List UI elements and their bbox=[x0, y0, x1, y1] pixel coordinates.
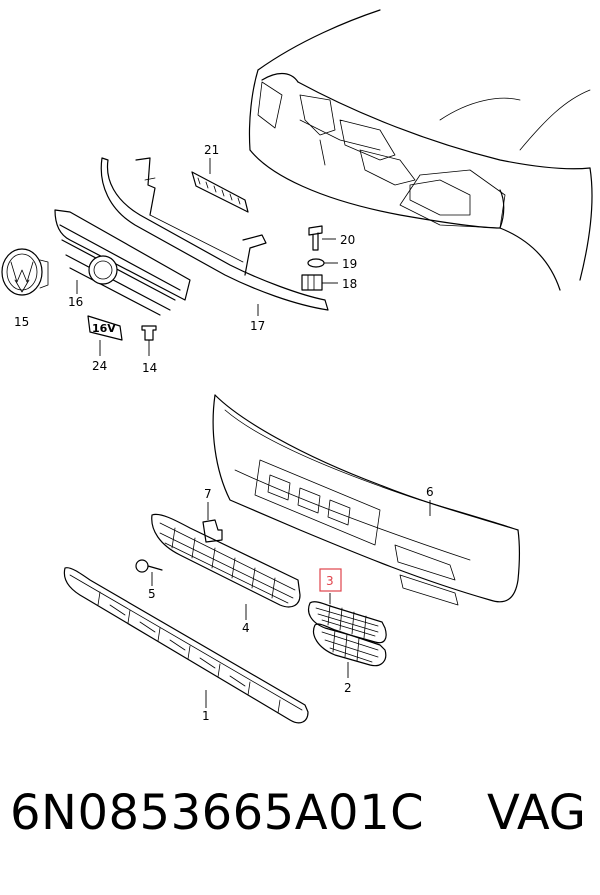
brand-label: VAG bbox=[487, 785, 586, 841]
part-4-lower-grille bbox=[151, 513, 301, 620]
callout-6: 6 bbox=[426, 485, 434, 499]
car-front-body bbox=[248, 9, 593, 291]
callout-7: 7 bbox=[204, 487, 212, 501]
callout-4: 4 bbox=[242, 621, 250, 635]
callout-5: 5 bbox=[148, 587, 156, 601]
callout-1: 1 bbox=[202, 709, 210, 723]
part-14-clip bbox=[141, 325, 157, 356]
part-19-washer bbox=[307, 258, 338, 268]
part-3-side-grille bbox=[307, 593, 387, 644]
part-16-grille bbox=[54, 209, 191, 316]
part-6-bumper bbox=[212, 394, 521, 606]
part-21-bracket bbox=[191, 158, 249, 213]
part-17-grille-frame bbox=[100, 157, 329, 316]
callout-19: 19 bbox=[342, 257, 357, 271]
callout-3-highlight-box bbox=[319, 568, 342, 592]
svg-text:16V: 16V bbox=[92, 322, 116, 335]
part-18-clip bbox=[301, 274, 338, 291]
callout-2: 2 bbox=[344, 681, 352, 695]
callout-16: 16 bbox=[68, 295, 83, 309]
callout-18: 18 bbox=[342, 277, 357, 291]
callout-20: 20 bbox=[340, 233, 355, 247]
callout-14: 14 bbox=[142, 361, 157, 375]
part-24-16v-badge: 16V bbox=[87, 315, 123, 356]
callout-24: 24 bbox=[92, 359, 107, 373]
part-number-label: 6N0853665A01C bbox=[10, 785, 425, 841]
part-20-screw bbox=[308, 225, 336, 251]
callout-17: 17 bbox=[250, 319, 265, 333]
part-5-screw bbox=[135, 559, 163, 586]
part-1-lower-bar bbox=[63, 567, 309, 724]
callout-21: 21 bbox=[204, 143, 219, 157]
part-2-fog-grille bbox=[313, 623, 387, 678]
callout-15: 15 bbox=[14, 315, 29, 329]
part-15-vw-badge bbox=[1, 248, 49, 296]
callout-3: 3 bbox=[326, 574, 334, 588]
